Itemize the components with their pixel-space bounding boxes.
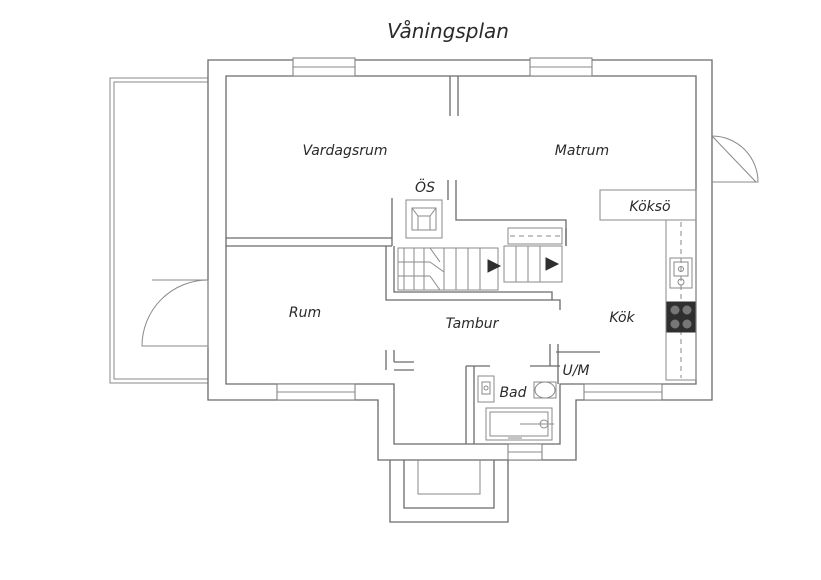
sink-icon [669,257,693,289]
room-label-tambur: Tambur [446,316,500,332]
interior-walls [226,76,600,444]
doors [141,135,759,348]
room-label-kok: Kök [609,310,635,326]
room-label-bad: Bad [499,385,526,401]
stove-icon [666,301,696,333]
kitchen-counter [599,189,697,381]
room-label-os: ÖS [415,178,435,196]
fireplace-icon [405,199,443,239]
plan-title: Våningsplan [387,19,509,43]
room-label-kokso: Köksö [629,199,670,215]
windows [276,57,663,461]
staircase [397,227,563,291]
room-label-matrum: Matrum [555,143,609,159]
entrance-porch [389,460,509,523]
room-label-rum: Rum [289,305,321,321]
room-label-um: U/M [562,363,589,379]
terrace [109,77,209,384]
bathroom-fixtures [477,375,557,441]
room-label-vardagsrum: Vardagsrum [303,143,388,159]
